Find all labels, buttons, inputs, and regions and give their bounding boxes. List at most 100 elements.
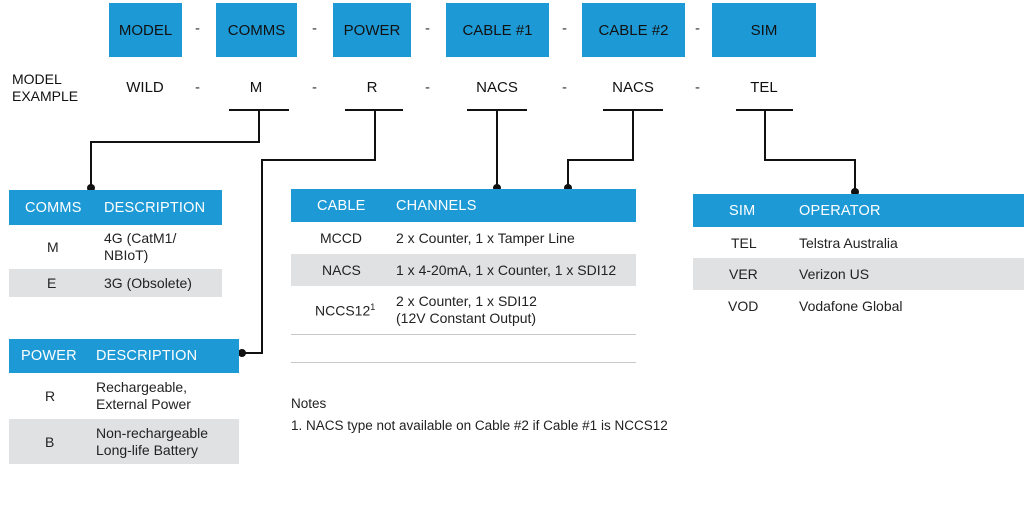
header-power: POWER <box>333 3 411 57</box>
example-separator: - <box>425 79 430 96</box>
header-label: SIM <box>750 21 778 39</box>
connector-comms <box>90 109 289 188</box>
row-code: VER <box>729 266 758 282</box>
example-separator: - <box>562 79 567 96</box>
header-label: COMMS <box>227 21 286 39</box>
desc-line: Long-life Battery <box>96 441 198 458</box>
row-code-text: NCCS12 <box>315 302 371 319</box>
row-code: M <box>47 239 59 255</box>
column-header-code: CABLE <box>317 197 366 214</box>
desc-line: External Power <box>96 396 191 412</box>
desc-line: NBIoT) <box>104 247 149 263</box>
row-description: 4G (CatM1/ NBIoT) <box>104 230 176 264</box>
header-comms: COMMS <box>216 3 297 57</box>
table-row: VOD Vodafone Global <box>693 290 1024 322</box>
table-row: B Non-rechargeable Long-life Battery <box>9 419 239 464</box>
table-row: VER Verizon US <box>693 258 1024 290</box>
example-value-sim: TEL <box>750 79 778 96</box>
example-value-model: WILD <box>126 79 164 96</box>
example-value-power: R <box>366 79 378 96</box>
column-header-description: DESCRIPTION <box>96 348 198 364</box>
column-header-operator: OPERATOR <box>799 202 881 219</box>
row-description: Verizon US <box>799 266 870 282</box>
row-divider <box>291 362 636 363</box>
connector-power <box>242 109 403 354</box>
example-separator: - <box>195 79 200 96</box>
header-separator: - <box>562 20 567 37</box>
row-code: TEL <box>731 234 757 251</box>
row-code-text: MCCD <box>320 230 362 246</box>
column-header-description: DESCRIPTION <box>104 199 206 216</box>
cable-table: CABLE CHANNELS MCCD 2 x Counter, 1 x Tam… <box>291 189 636 363</box>
notes: Notes 1. NACS type not available on Cabl… <box>291 393 668 437</box>
table-row: E 3G (Obsolete) <box>9 269 222 297</box>
row-code: R <box>45 388 56 404</box>
example-separator: - <box>695 79 700 96</box>
table-row: MCCD 2 x Counter, 1 x Tamper Line <box>291 222 636 254</box>
example-value-cable2: NACS <box>612 79 654 96</box>
header-separator: - <box>312 20 317 37</box>
table-header: CABLE CHANNELS <box>291 189 636 222</box>
table-row: M 4G (CatM1/ NBIoT) <box>9 225 222 269</box>
example-separator: - <box>312 79 317 96</box>
example-value-cable1: NACS <box>476 79 518 96</box>
desc-line: (12V Constant Output) <box>396 310 537 326</box>
table-row: R Rechargeable, External Power <box>9 373 239 419</box>
row-description: 1 x 4-20mA, 1 x Counter, 1 x SDI12 <box>396 262 617 278</box>
row-code: B <box>45 433 55 450</box>
table-header: POWER DESCRIPTION <box>9 339 239 373</box>
header-label: CABLE #1 <box>462 21 533 39</box>
connector-dot <box>238 349 246 357</box>
header-cable2: CABLE #2 <box>582 3 685 57</box>
power-table: POWER DESCRIPTION R Rechargeable, Extern… <box>9 339 239 464</box>
header-label: CABLE #2 <box>598 21 669 39</box>
header-model: MODEL <box>109 3 182 57</box>
example-label-line1: MODEL <box>12 71 62 87</box>
row-description: Rechargeable, External Power <box>96 379 191 413</box>
header-label: POWER <box>343 21 401 39</box>
row-code: VOD <box>728 298 759 314</box>
table-row: TEL Telstra Australia <box>693 227 1024 258</box>
model-example-label: MODEL EXAMPLE <box>12 71 78 105</box>
desc-line: 2 x Counter, 1 x SDI12 <box>396 293 537 309</box>
row-description: Vodafone Global <box>799 298 903 314</box>
header-separator: - <box>195 20 200 37</box>
row-description: 2 x Counter, 1 x Tamper Line <box>396 230 575 246</box>
notes-title: Notes <box>291 396 327 411</box>
connector-sim <box>736 109 856 192</box>
header-sim: SIM <box>712 3 816 57</box>
table-header: COMMS DESCRIPTION <box>9 190 222 225</box>
row-description: 2 x Counter, 1 x SDI12 (12V Constant Out… <box>396 293 537 327</box>
comms-table: COMMS DESCRIPTION M 4G (CatM1/ NBIoT) E … <box>9 190 222 297</box>
row-description: Telstra Australia <box>799 234 898 251</box>
connector-cable1 <box>467 109 527 188</box>
header-label: MODEL <box>118 21 173 39</box>
desc-line: Rechargeable, <box>96 379 188 395</box>
desc-line: Non-rechargeable <box>96 424 209 441</box>
row-code: MCCD <box>291 230 396 246</box>
row-code: NACS <box>291 262 396 278</box>
column-header-channels: CHANNELS <box>396 197 477 214</box>
row-divider <box>291 334 636 362</box>
connector-cable2 <box>567 109 663 188</box>
header-separator: - <box>425 20 430 37</box>
column-header-code: POWER <box>21 348 77 364</box>
desc-line: 4G (CatM1/ <box>104 230 177 246</box>
row-code: E <box>47 275 57 291</box>
row-description: Non-rechargeable Long-life Battery <box>96 425 208 459</box>
header-cable1: CABLE #1 <box>446 3 549 57</box>
row-code-text: NACS <box>322 262 361 278</box>
footnote-marker: 1 <box>370 301 376 312</box>
row-description: 3G (Obsolete) <box>104 275 192 291</box>
row-code: NCCS121 <box>291 302 396 319</box>
example-value-comms: M <box>249 79 263 96</box>
note-item: 1. NACS type not available on Cable #2 i… <box>291 418 668 433</box>
table-header: SIM OPERATOR <box>693 194 1024 227</box>
table-row: NCCS121 2 x Counter, 1 x SDI12 (12V Cons… <box>291 286 636 334</box>
header-separator: - <box>695 20 700 37</box>
table-row: NACS 1 x 4-20mA, 1 x Counter, 1 x SDI12 <box>291 254 636 286</box>
column-header-code: COMMS <box>25 199 82 216</box>
example-label-line2: EXAMPLE <box>12 88 79 104</box>
column-header-code: SIM <box>729 202 756 219</box>
